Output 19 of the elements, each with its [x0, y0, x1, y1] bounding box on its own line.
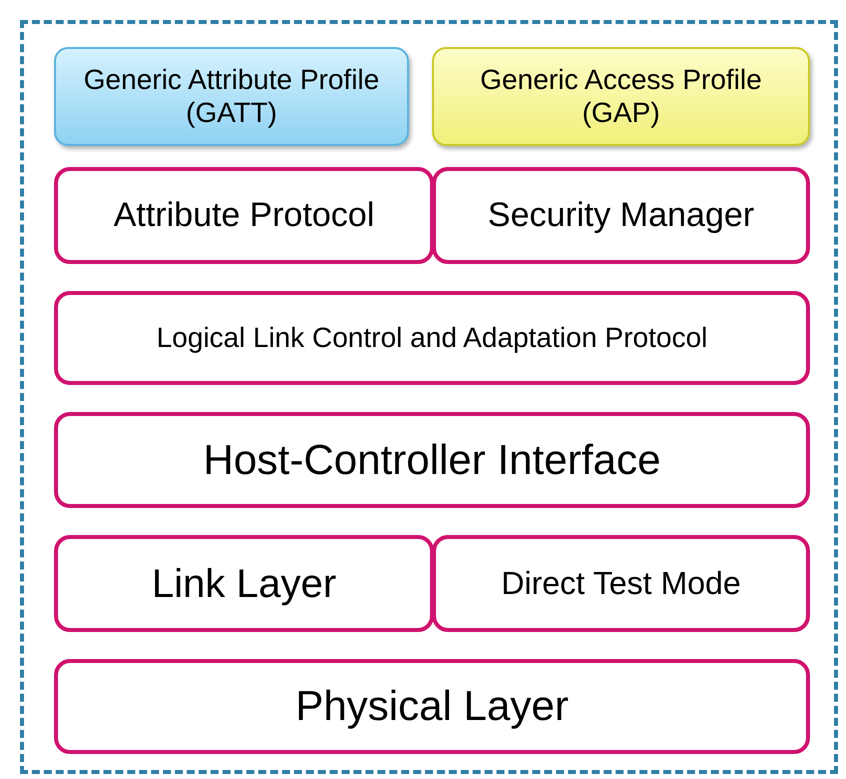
- layer-label: Link Layer: [150, 560, 338, 606]
- profile-box: [432, 47, 810, 146]
- layer-box: [432, 167, 810, 264]
- layer-label: Security Manager: [486, 196, 756, 236]
- layer-box: [54, 659, 810, 754]
- layer-label: Logical Link Control and Adaptation Protocol: [155, 322, 709, 354]
- layer-label: Generic Access Profile (GAP): [479, 64, 763, 129]
- layer-label: Host-Controller Interface: [202, 436, 662, 484]
- layer-box: [54, 291, 810, 385]
- layer-box: [54, 167, 434, 264]
- layer-label: Physical Layer: [294, 682, 570, 731]
- layer-box: [432, 535, 810, 632]
- layer-label: Generic Attribute Profile (GATT): [82, 64, 380, 129]
- stack-frame: [20, 20, 838, 774]
- layer-box: [54, 535, 434, 632]
- layer-label: Direct Test Mode: [500, 565, 742, 602]
- profile-box: [54, 47, 409, 146]
- layer-box: [54, 412, 810, 508]
- layer-label: Attribute Protocol: [112, 196, 376, 236]
